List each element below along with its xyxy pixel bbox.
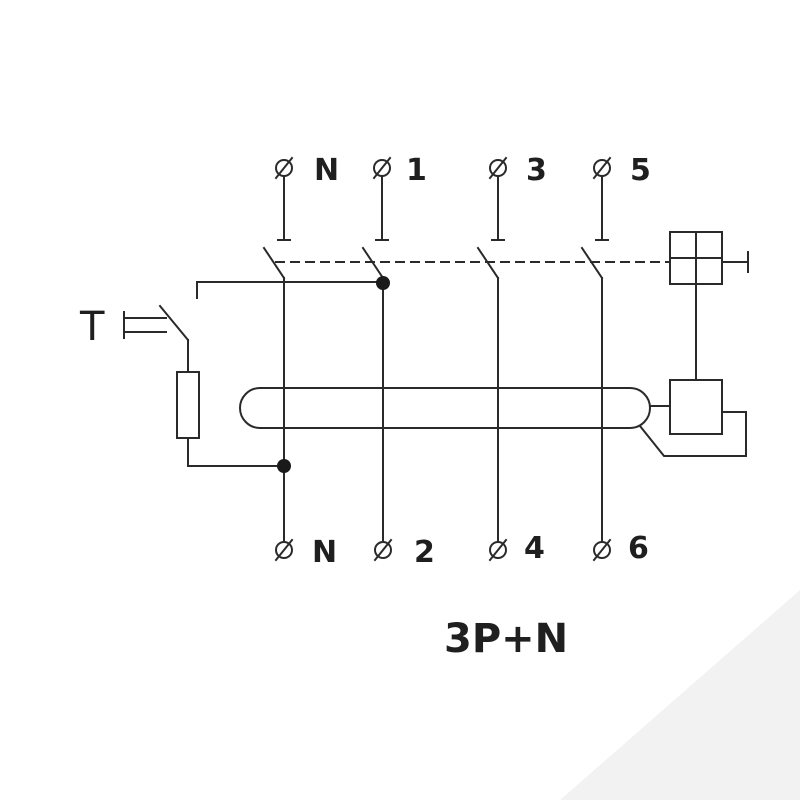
test-button-symbol [123,311,167,339]
label-bottom-4: 4 [524,531,545,566]
label-top-n: N [314,153,339,188]
contact-n [262,246,286,280]
terminal-bottom-6 [592,538,612,562]
test-circuit-top-wire [196,281,384,299]
test-resistor [176,371,200,439]
terminal-top-3 [488,156,508,241]
label-bottom-2: 2 [414,535,435,570]
terminal-bottom-2 [373,538,393,562]
label-bottom-6: 6 [628,531,649,566]
terminal-top-n [274,156,294,241]
terminal-top-5 [592,156,612,241]
label-test-t: T [79,304,105,350]
label-top-3: 3 [526,153,547,188]
label-top-5: 5 [630,153,651,188]
label-top-1: 1 [406,153,427,188]
test-switch-contact [158,304,190,342]
junction-dot-neutral [277,459,291,473]
trip-mechanism-box [669,231,723,285]
configuration-label: 3P+N [444,616,568,662]
terminal-bottom-4 [488,538,508,562]
background-corner-shade [560,590,800,800]
trip-relay-box [669,379,723,435]
current-transformer-core [239,387,651,429]
terminal-bottom-n [274,538,294,562]
test-wire-to-n [187,437,285,467]
core-to-relay-bottom [638,411,747,457]
terminal-top-1 [372,156,392,241]
label-bottom-n: N [312,535,337,570]
junction-dot-phase1 [376,276,390,290]
